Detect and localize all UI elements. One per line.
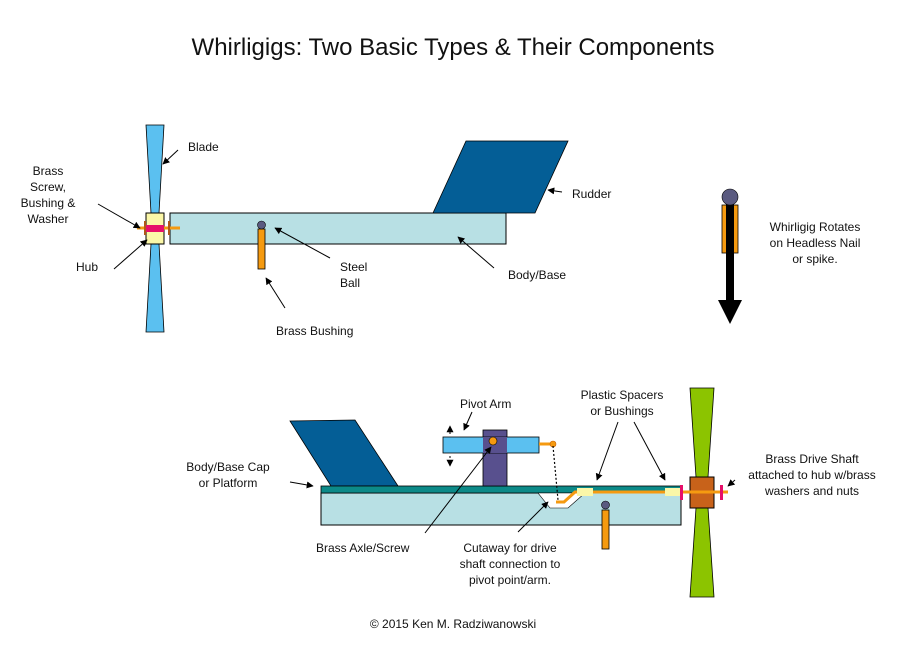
arrow-screw	[97, 203, 141, 229]
label-rudder: Rudder	[572, 187, 612, 201]
steel-ball-2	[601, 500, 610, 510]
brass-axle	[488, 436, 498, 446]
brass-bushing-2	[601, 509, 610, 550]
bushing	[146, 225, 164, 232]
label-headless-nail: Whirligig Rotates on Headless Nail or sp…	[769, 220, 861, 266]
body-base	[169, 212, 507, 245]
copyright: © 2015 Ken M. Radziwanowski	[369, 617, 537, 631]
arrow-spacer-1	[595, 421, 619, 481]
arrow-blade	[162, 149, 179, 165]
arrow-spacer-2	[633, 421, 666, 481]
label-body-base: Body/Base	[508, 268, 567, 282]
arrow-cap	[289, 481, 314, 489]
label-brass-drive-shaft: Brass Drive Shaft attached to hub w/bras…	[748, 452, 876, 498]
rudder-2	[289, 419, 399, 487]
drive-shaft	[556, 490, 728, 504]
rudder	[432, 140, 569, 214]
label-blade: Blade	[188, 140, 219, 154]
headless-nail	[718, 188, 742, 324]
label-cutaway: Cutaway for drive shaft connection to pi…	[459, 541, 561, 587]
arrow-axle	[424, 446, 492, 534]
whirligig-type-2	[289, 387, 736, 598]
label-body-base-cap: Body/Base Cap or Platform	[186, 460, 270, 490]
arrow-body	[457, 236, 495, 269]
diagram-title: Whirligigs: Two Basic Types & Their Comp…	[191, 34, 715, 61]
spacer-1	[577, 488, 593, 496]
washer-2-left	[680, 485, 683, 500]
blade-2	[689, 387, 715, 478]
body-base-2	[320, 492, 682, 526]
washer-2-right	[720, 485, 723, 500]
nail-steel-ball	[721, 188, 739, 206]
label-brass-bushing: Brass Bushing	[276, 324, 354, 338]
label-brass-screw: Brass Screw, Bushing & Washer	[20, 164, 76, 226]
spacer-2	[665, 488, 681, 496]
whirligig-type-1	[97, 124, 569, 333]
arrow-bushing	[265, 277, 286, 309]
brass-bushing	[257, 228, 266, 270]
label-hub: Hub	[76, 260, 99, 274]
washer-left	[144, 221, 146, 235]
blade-2-lower	[689, 507, 715, 598]
washer-right	[168, 221, 170, 235]
arrow-drive-shaft	[727, 479, 736, 487]
arrow-cutaway	[517, 501, 549, 533]
link-rod	[552, 445, 559, 501]
label-brass-axle: Brass Axle/Screw	[316, 541, 410, 555]
label-plastic-spacers: Plastic Spacers or Bushings	[580, 388, 664, 418]
steel-ball	[257, 220, 266, 230]
arrow-steel-ball	[274, 227, 331, 259]
arrow-pivot-arm	[463, 411, 473, 431]
blade	[145, 124, 165, 214]
nail-arrow-head	[718, 300, 742, 324]
label-pivot-arm: Pivot Arm	[460, 397, 512, 411]
blade-lower	[145, 243, 165, 333]
label-steel-ball: Steel Ball	[340, 260, 368, 290]
arrow-hub	[113, 239, 148, 270]
arrow-rudder	[547, 187, 563, 195]
